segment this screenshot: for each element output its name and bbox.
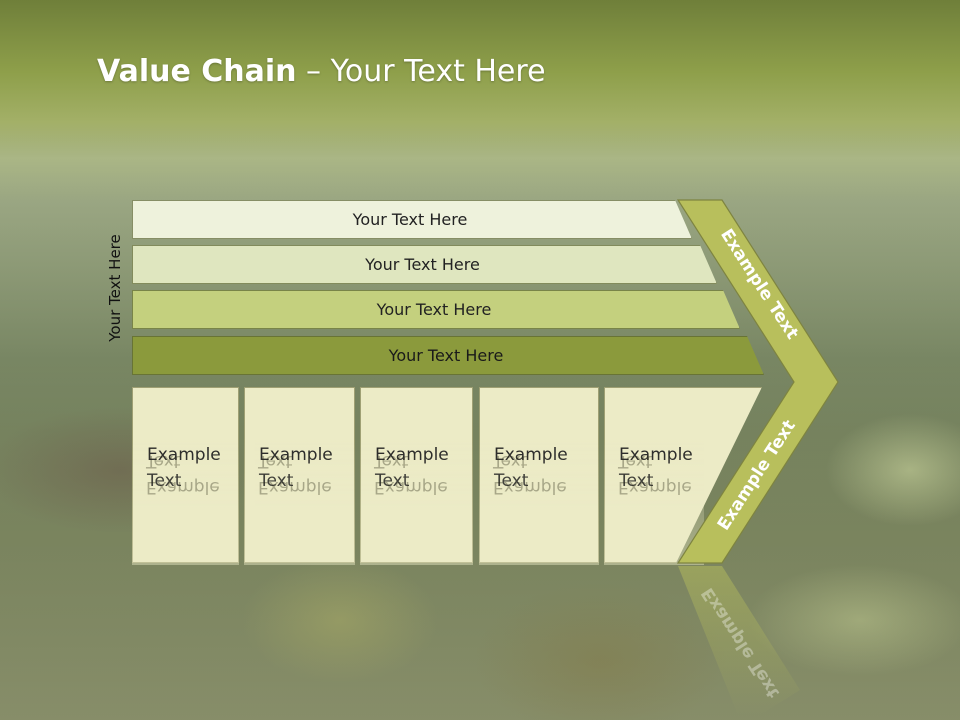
example-box-3: Example Text — [360, 387, 473, 563]
band-1-label: Your Text Here — [352, 210, 468, 229]
example-box-2-line2: Text — [259, 468, 354, 494]
example-box-2: Example Text — [244, 387, 355, 563]
chevron-reflection — [678, 566, 800, 715]
example-box-4-line2: Text — [494, 468, 598, 494]
example-box-3-line2: Text — [375, 468, 472, 494]
band-3: Your Text Here — [132, 290, 740, 329]
band-1: Your Text Here — [132, 200, 692, 239]
example-box-4: Example Text — [479, 387, 599, 563]
example-box-1-line1: Example — [147, 442, 238, 468]
chevron-arrow — [676, 199, 839, 564]
example-box-1-line2: Text — [147, 468, 238, 494]
band-3-label: Your Text Here — [376, 300, 492, 319]
slide-title: Value Chain – Your Text Here — [97, 54, 546, 89]
example-box-2-line1: Example — [259, 442, 354, 468]
band-4-label: Your Text Here — [388, 346, 504, 365]
example-box-1: Example Text — [132, 387, 239, 563]
band-2: Your Text Here — [132, 245, 717, 284]
slide-title-bold: Value Chain — [97, 54, 297, 89]
slide-title-rest: – Your Text Here — [296, 54, 546, 89]
example-box-5-line2: Text — [619, 468, 761, 494]
band-2-label: Your Text Here — [365, 255, 480, 274]
chevron-lower-label: Example Text — [714, 417, 800, 535]
example-box-5-line1: Example — [619, 442, 761, 468]
example-box-4-line1: Example — [494, 442, 598, 468]
band-4: Your Text Here — [132, 336, 764, 375]
example-box-3-line1: Example — [375, 442, 472, 468]
